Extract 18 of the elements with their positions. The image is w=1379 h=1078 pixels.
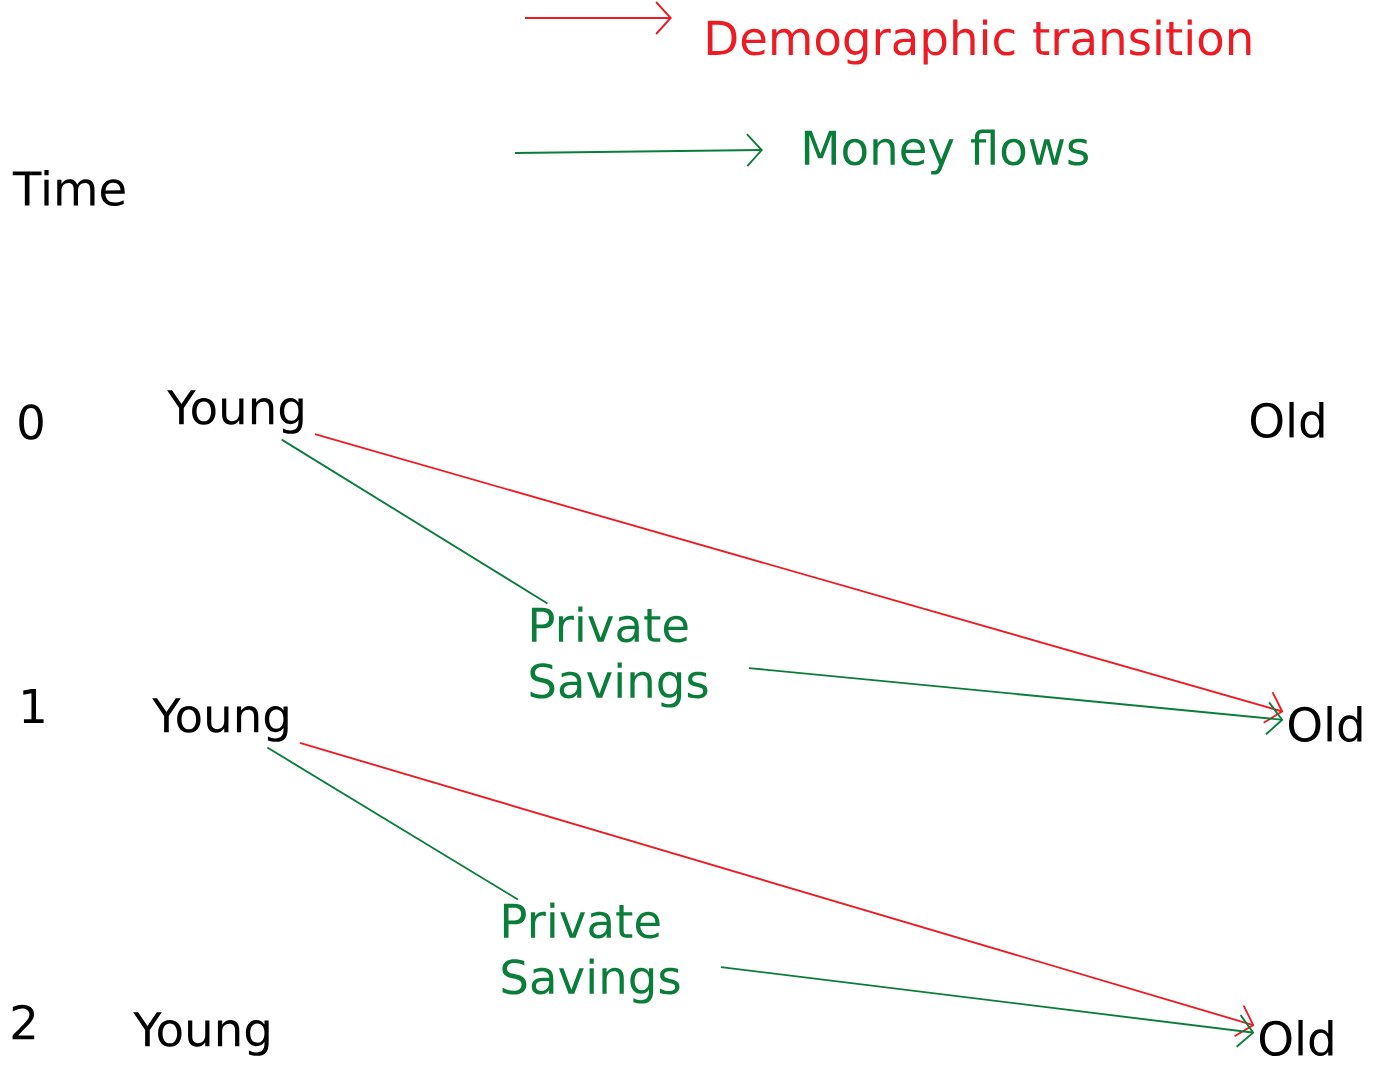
savings-label: Private Savings — [502, 902, 680, 1004]
arrow — [719, 966, 1255, 1048]
arrow — [747, 667, 1284, 736]
savings-label: Private Savings — [530, 606, 708, 708]
legend-label: Demographic transition — [707, 19, 1251, 65]
arrow — [298, 741, 1255, 1038]
generation-label: Young — [133, 1012, 269, 1056]
generation-label: Young — [152, 698, 288, 742]
generation-label: Old — [1259, 1019, 1333, 1057]
arrow — [313, 433, 1284, 724]
axis-label: Time — [12, 169, 125, 207]
axis-label: 1 — [23, 689, 44, 723]
axis-label: 0 — [19, 404, 43, 440]
axis-label: 2 — [12, 1004, 35, 1040]
legend-label: Money flows — [804, 129, 1088, 175]
generation-label: Old — [1288, 705, 1362, 743]
generation-label: Old — [1250, 401, 1324, 439]
generation-label: Young — [167, 390, 303, 434]
